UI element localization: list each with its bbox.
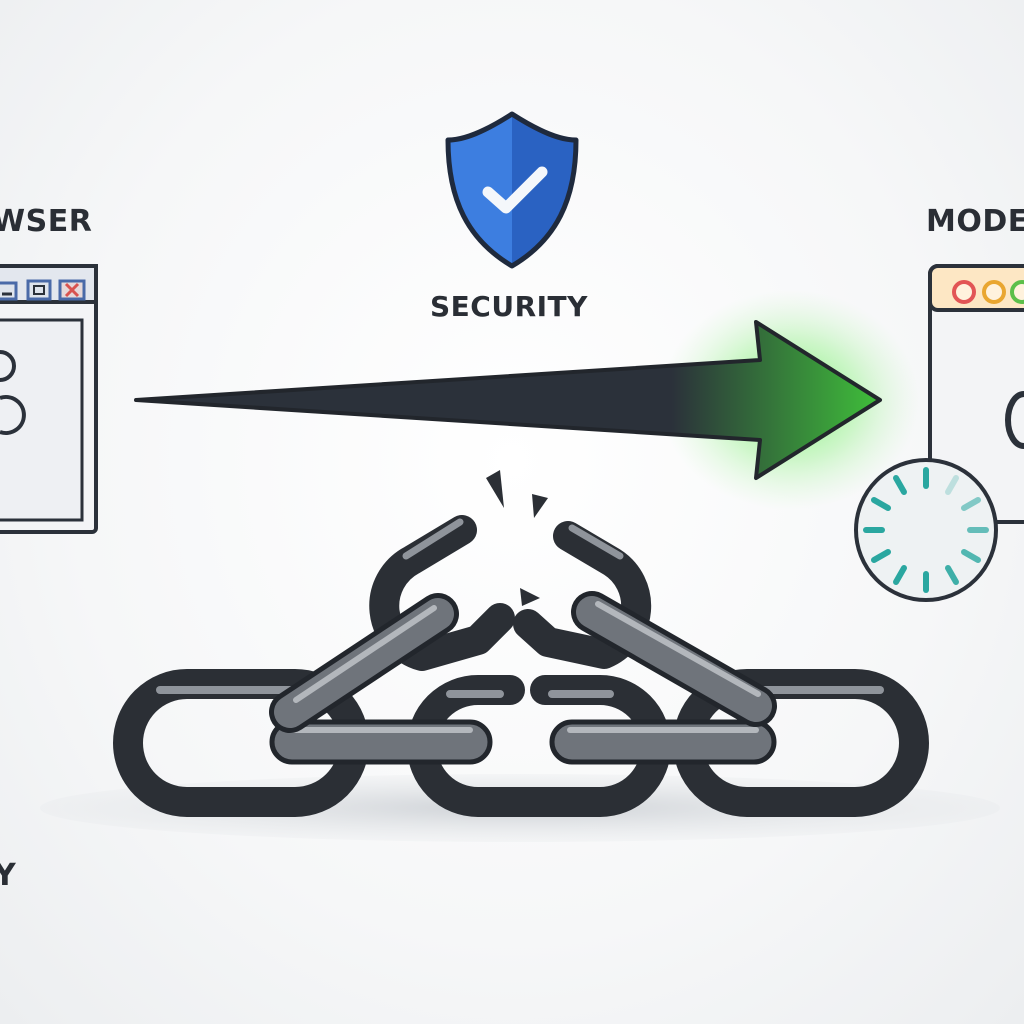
shield-check-icon (445, 111, 579, 269)
chain-link-middle (407, 675, 671, 817)
bottom-left-label: Y (0, 858, 17, 893)
security-label: SECURITY (430, 290, 588, 323)
window-dot-yellow-icon (982, 280, 1006, 304)
maximize-icon (26, 279, 52, 301)
chain-diagonal-left (269, 593, 459, 733)
break-shards (486, 470, 548, 606)
modern-browser-window (928, 264, 1024, 524)
chain-connector-right (549, 719, 777, 765)
legacy-browser-window (0, 264, 98, 534)
arrow-right-icon (134, 290, 920, 510)
window-dot-red-icon (952, 280, 976, 304)
browser-logo-icon (0, 350, 16, 382)
browser-label: OWSER (0, 204, 93, 239)
chain-diagonal-right (571, 591, 777, 727)
window-dot-green-icon (1010, 280, 1024, 304)
loading-spinner-icon (854, 458, 998, 602)
chain-connector-left (269, 719, 493, 765)
broken-chain-icon (113, 470, 929, 817)
minimize-icon (0, 281, 18, 301)
modern-browser-label: MODE (926, 204, 1024, 239)
